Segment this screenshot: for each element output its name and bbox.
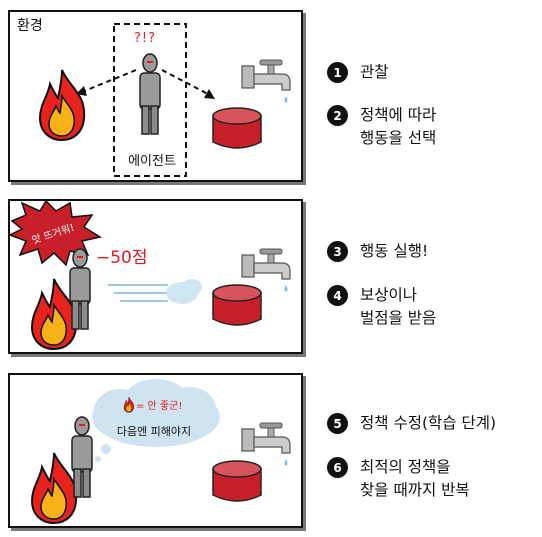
step-text: 행동 실행! — [360, 242, 429, 260]
bucket-icon — [212, 284, 262, 326]
step-text: 정책 수정(학습 단계) — [360, 414, 497, 432]
agent-dashed-box — [113, 23, 187, 177]
step-text: 정책에 따라 행동을 선택 — [360, 106, 437, 147]
robot-agent-icon — [69, 248, 91, 330]
step-number: 4 — [327, 285, 348, 306]
step-number: 1 — [327, 62, 348, 83]
bucket-icon — [212, 107, 262, 149]
step-4: 4 보상이나 벌점을 받음 — [327, 284, 436, 330]
agent-label: 에이전트 — [128, 154, 176, 169]
speed-lines — [108, 284, 168, 302]
panel-2-illustration: 앗 뜨거워! — [10, 201, 291, 350]
fire-icon — [31, 452, 78, 524]
robot-agent-icon — [139, 53, 161, 135]
step-text: 최적의 정책을 찾을 때까지 반복 — [360, 458, 470, 499]
thought-bubble-icon — [92, 379, 220, 462]
step-number: 2 — [327, 105, 348, 126]
step-1: 1 관찰 — [327, 61, 389, 84]
step-number: 6 — [327, 457, 348, 478]
step-6: 6 최적의 정책을 찾을 때까지 반복 — [327, 456, 470, 502]
step-3: 3 행동 실행! — [327, 240, 428, 263]
robot-agent-icon — [71, 416, 93, 498]
panel-act: 앗 뜨거워! −50점 — [8, 199, 303, 354]
penalty-text: −50점 — [96, 248, 148, 268]
bucket-icon — [212, 460, 262, 502]
step-number: 3 — [327, 241, 348, 262]
fire-icon — [39, 69, 86, 141]
thought-top-text: = 안 좋군! — [136, 401, 183, 412]
step-number: 5 — [327, 413, 348, 434]
thought-text: 다음엔 피해야지 — [116, 425, 192, 438]
confusion-marks: ?!? — [134, 31, 157, 46]
steam-cloud-icon — [166, 279, 202, 304]
environment-label: 환경 — [17, 18, 43, 34]
panel-learn: = 안 좋군! 다음엔 피해야지 — [8, 373, 303, 528]
step-2: 2 정책에 따라 행동을 선택 — [327, 104, 436, 150]
step-text: 관찰 — [360, 63, 389, 81]
step-text: 보상이나 벌점을 받음 — [360, 286, 437, 327]
water-tap-icon — [241, 422, 291, 467]
panel-observe: 환경 ?!? 에이전트 — [8, 10, 303, 182]
water-tap-icon — [241, 59, 291, 104]
panel-1-illustration — [39, 23, 291, 177]
panel-3-illustration — [31, 379, 291, 524]
step-5: 5 정책 수정(학습 단계) — [327, 412, 496, 435]
